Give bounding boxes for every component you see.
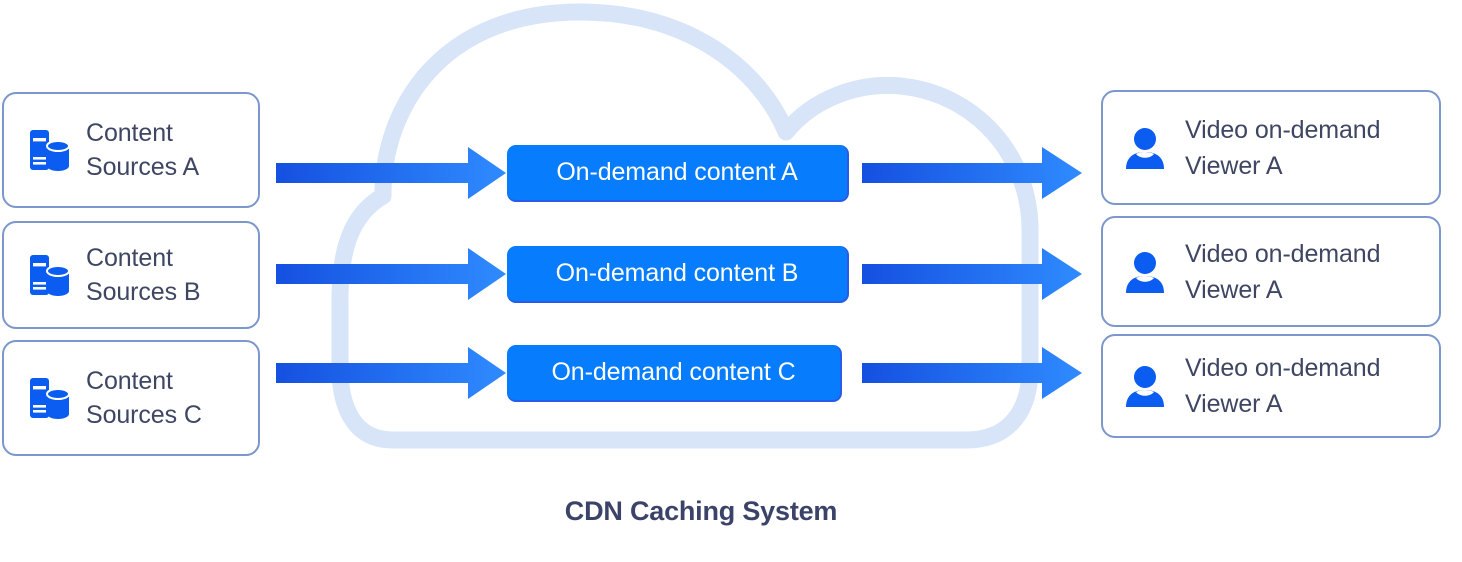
on-demand-content-label: On-demand content B bbox=[555, 259, 799, 287]
content-source-label: Content Sources A bbox=[86, 119, 200, 181]
content-source-card-b[interactable]: Content Sources B bbox=[2, 221, 260, 329]
arrow-source-a-to-content-a bbox=[276, 147, 506, 199]
video-viewer-label: Video on-demand Viewer A bbox=[1185, 354, 1381, 418]
on-demand-content-label: On-demand content A bbox=[556, 158, 798, 186]
database-server-icon bbox=[30, 130, 70, 171]
person-icon bbox=[1126, 366, 1164, 407]
video-viewer-card-c[interactable]: Video on-demand Viewer A bbox=[1101, 334, 1441, 438]
arrow-content-a-to-viewer-a bbox=[862, 147, 1082, 199]
on-demand-content-box-a[interactable]: On-demand content A bbox=[507, 145, 849, 202]
arrow-source-c-to-content-c bbox=[276, 347, 506, 399]
video-viewer-label: Video on-demand Viewer A bbox=[1185, 115, 1381, 180]
database-server-icon bbox=[30, 378, 70, 419]
person-icon bbox=[1126, 251, 1164, 293]
content-source-label: Content Sources C bbox=[86, 367, 202, 429]
on-demand-content-box-c[interactable]: On-demand content C bbox=[507, 345, 842, 402]
content-source-card-a[interactable]: Content Sources A bbox=[2, 92, 260, 208]
video-viewer-card-a[interactable]: Video on-demand Viewer A bbox=[1101, 90, 1441, 205]
on-demand-content-label: On-demand content C bbox=[551, 358, 796, 386]
database-server-icon bbox=[30, 255, 70, 296]
person-icon bbox=[1126, 127, 1164, 169]
content-source-label: Content Sources B bbox=[86, 244, 201, 306]
video-viewer-label: Video on-demand Viewer A bbox=[1185, 239, 1381, 304]
arrow-content-b-to-viewer-b bbox=[862, 248, 1082, 300]
content-source-card-c[interactable]: Content Sources C bbox=[2, 340, 260, 456]
on-demand-content-box-b[interactable]: On-demand content B bbox=[507, 246, 849, 303]
arrow-content-c-to-viewer-c bbox=[862, 347, 1082, 399]
arrow-source-b-to-content-b bbox=[276, 248, 506, 300]
diagram-title: CDN Caching System bbox=[564, 496, 838, 526]
video-viewer-card-b[interactable]: Video on-demand Viewer A bbox=[1101, 216, 1441, 327]
